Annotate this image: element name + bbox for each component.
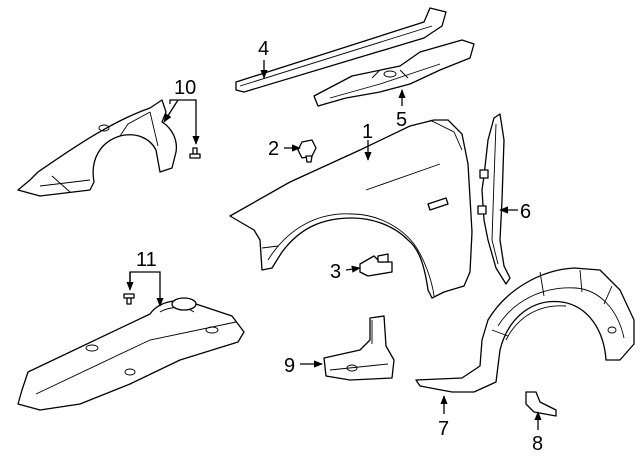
fender-side-seal [477, 113, 511, 285]
callout-10: 10 [174, 77, 196, 99]
leader-lines [126, 60, 542, 430]
fender-liner-clip-10 [189, 147, 201, 159]
callout-4: 4 [258, 38, 269, 60]
callout-5: 5 [396, 109, 407, 131]
liner-strip [525, 391, 557, 417]
callout-11: 11 [136, 249, 157, 271]
fender-bracket [313, 39, 475, 107]
callout-9: 9 [284, 355, 295, 377]
callout-1: 1 [362, 121, 373, 143]
callout-3: 3 [330, 261, 341, 283]
callout-6: 6 [520, 201, 531, 223]
fender-bolt [297, 139, 317, 163]
fender-mount-bracket [359, 253, 393, 277]
inner-fender-liner [415, 267, 635, 393]
fender-liner-upper [17, 99, 178, 197]
front-fender [229, 119, 473, 299]
splash-shield-clip-11 [123, 293, 135, 305]
callout-8: 8 [532, 433, 543, 455]
fender-lower-bracket [323, 315, 395, 381]
splash-shield [17, 297, 245, 411]
callout-2: 2 [268, 138, 279, 160]
fender-upper-seal [235, 7, 447, 93]
callout-7: 7 [438, 418, 449, 440]
